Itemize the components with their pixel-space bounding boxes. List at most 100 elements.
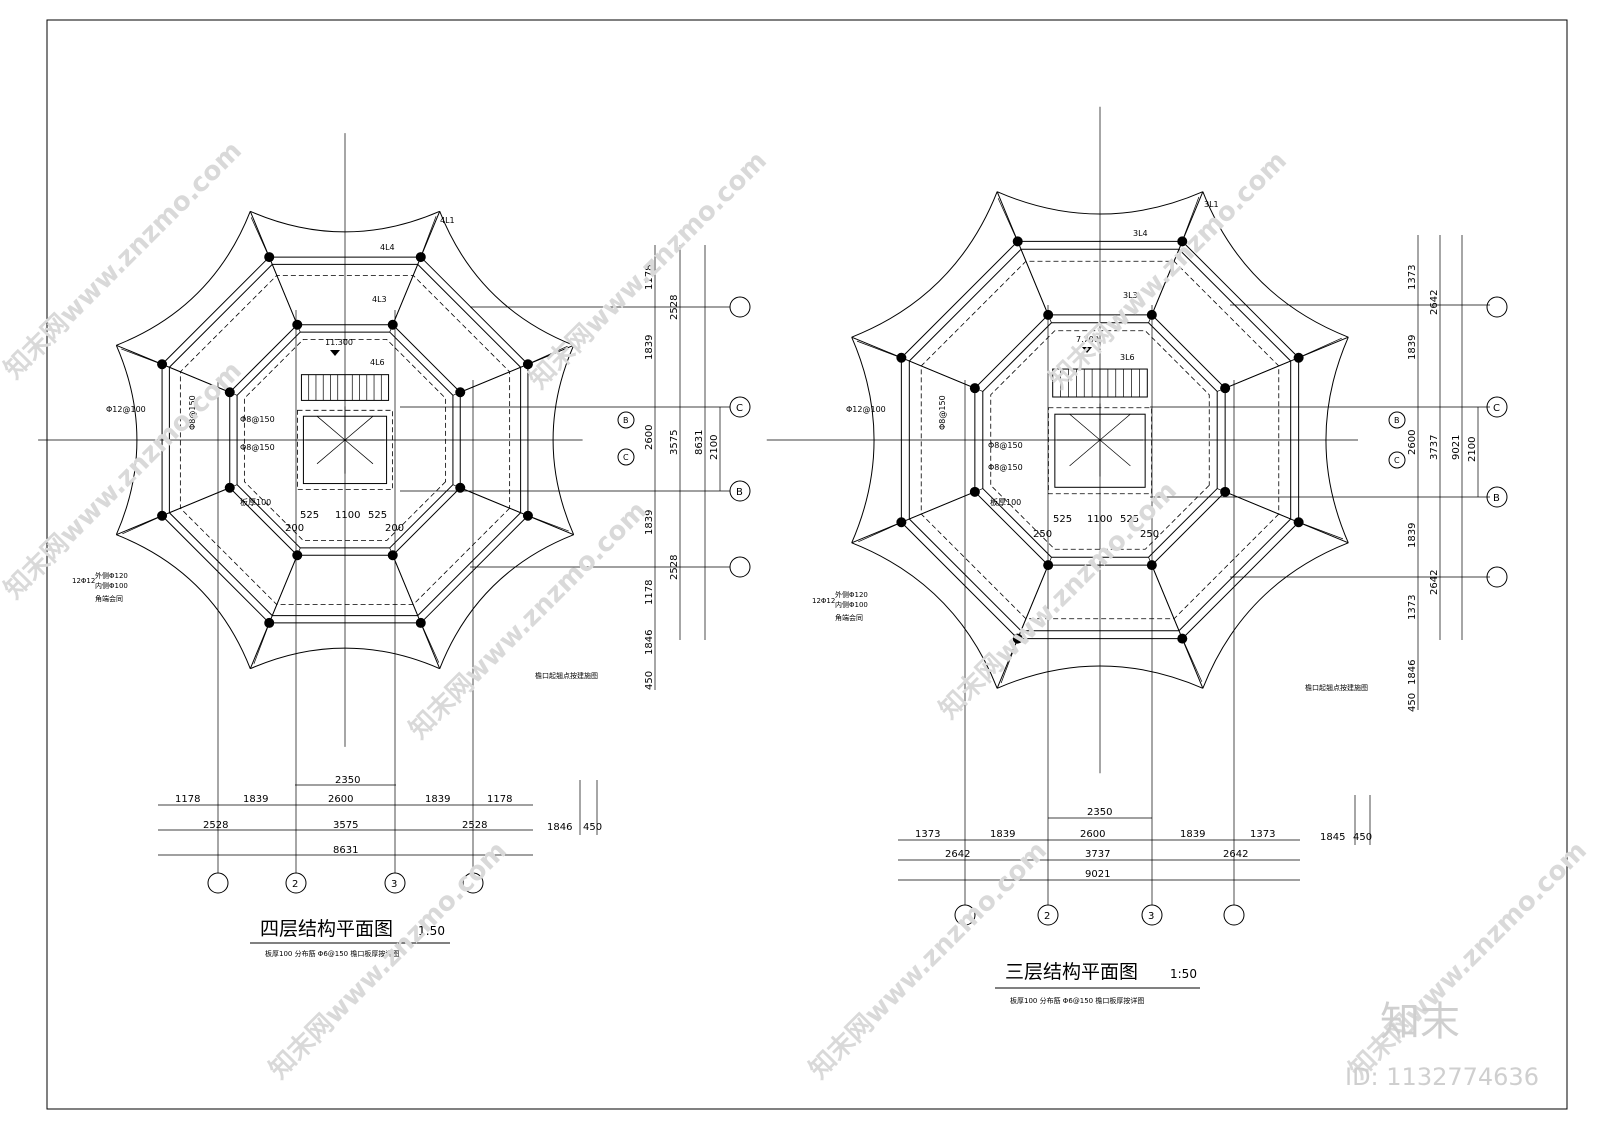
column-dot [1177, 633, 1188, 644]
axis-bubble [207, 872, 229, 894]
dim-2350: 2350 [335, 775, 360, 786]
eave-curve [439, 534, 574, 669]
column-dot [224, 482, 235, 493]
svg-text:2642: 2642 [945, 849, 970, 860]
plan-4th-floor: 4L1 4L4 4L3 4L6 11.300 Φ12@100 Φ8@150 Φ8… [38, 133, 751, 958]
logo: 知末 [1380, 999, 1460, 1045]
skylight-line [1099, 413, 1131, 441]
svg-text:C: C [1394, 456, 1400, 465]
corner-ridge [996, 638, 1019, 689]
column-dot [387, 319, 398, 330]
corner-note: 角端会同 [835, 613, 863, 622]
svg-text:3575: 3575 [669, 430, 680, 455]
corner-ridge [527, 344, 574, 365]
rebar-label: Φ8@150 [988, 463, 1023, 472]
svg-text:3: 3 [391, 879, 397, 890]
stair-dim: 200 [385, 523, 404, 534]
axis-bubble [285, 872, 307, 894]
stair-dim: 525 [1053, 514, 1072, 525]
svg-text:3737: 3737 [1085, 849, 1110, 860]
column-dot [415, 252, 426, 263]
corner-ridge [420, 622, 441, 669]
corner-ridge [996, 191, 1019, 242]
svg-text:450: 450 [1407, 693, 1418, 712]
column-dot [1012, 236, 1023, 247]
beam-label: 4L4 [380, 243, 395, 252]
column-dot [1293, 352, 1304, 363]
axis-bubble [462, 872, 484, 894]
elevation-marker-icon [1082, 347, 1092, 353]
svg-text:1839: 1839 [1407, 523, 1418, 548]
beam-label: 3L6 [1120, 353, 1135, 362]
eave-curve [851, 191, 998, 338]
eave-curve [116, 211, 251, 346]
corner-ridge [1181, 191, 1204, 242]
svg-text:1373: 1373 [915, 829, 940, 840]
column-dot [1293, 517, 1304, 528]
column-dot [455, 387, 466, 398]
stair-dim: 525 [368, 510, 387, 521]
corner-ridge [116, 344, 163, 365]
svg-text:1846: 1846 [644, 630, 655, 655]
dim-text: 1839 [425, 794, 450, 805]
column-dot [1177, 236, 1188, 247]
dim-text: 2528 [462, 820, 487, 831]
dim-text: 1178 [487, 794, 512, 805]
corner-note: 外侧Φ120 [835, 590, 868, 599]
svg-text:1839: 1839 [644, 335, 655, 360]
svg-text:知末网www.znzmo.com: 知末网www.znzmo.com [1344, 836, 1593, 1085]
svg-text:9021: 9021 [1451, 435, 1462, 460]
svg-text:2600: 2600 [644, 425, 655, 450]
rebar-label: Φ8@150 [188, 395, 197, 430]
svg-text:3737: 3737 [1429, 435, 1440, 460]
axis-bubble [384, 872, 406, 894]
stair-dim: 525 [300, 510, 319, 521]
corner-ridge [527, 515, 574, 536]
corner-note: 12Φ12 [812, 597, 835, 605]
dim-text: 8631 [333, 845, 358, 856]
sheet-border [46, 19, 1568, 1110]
column-dot [157, 359, 168, 370]
rebar-label: Φ8@150 [240, 415, 275, 424]
column-dot [292, 550, 303, 561]
corner-ridge [420, 211, 441, 258]
column-dot [896, 517, 907, 528]
column-dot [896, 352, 907, 363]
axis-bubble [1486, 486, 1508, 508]
corner-note: 内侧Φ100 [835, 600, 868, 609]
elevation-marker-icon [330, 350, 340, 356]
axis-bubbles-bottom: 2 3 [207, 310, 484, 894]
column-dot [224, 387, 235, 398]
svg-text:知末网www.znzmo.com: 知末网www.znzmo.com [264, 836, 513, 1085]
stair-dim: 1100 [1087, 514, 1112, 525]
axis-bubble [1486, 296, 1508, 318]
axis-bubble [729, 480, 751, 502]
svg-text:450: 450 [644, 671, 655, 690]
bottom-dimensions: 2350 1178 1839 2600 1839 1178 2528 3575 … [158, 775, 602, 856]
corner-note: 内侧Φ100 [95, 581, 128, 590]
column-dot [1220, 383, 1231, 394]
axis-bubble [729, 396, 751, 418]
svg-text:2: 2 [1044, 911, 1050, 922]
stair-dim: 1100 [335, 510, 360, 521]
axis-bubble [1223, 904, 1245, 926]
watermarks: 知末网www.znzmo.com 知末网www.znzmo.com 知末网www… [0, 136, 1593, 1085]
skylight-line [1069, 439, 1101, 467]
id-label: ID: 1132774636 [1345, 1063, 1539, 1091]
stair-dim: 250 [1140, 529, 1159, 540]
dim-text: 3575 [333, 820, 358, 831]
axis-bubble [1388, 451, 1406, 469]
rebar-label: Φ8@150 [988, 441, 1023, 450]
svg-text:9021: 9021 [1085, 869, 1110, 880]
svg-text:B: B [1493, 493, 1500, 504]
svg-text:1839: 1839 [1180, 829, 1205, 840]
svg-text:1373: 1373 [1407, 595, 1418, 620]
skylight-line [1099, 439, 1131, 467]
svg-text:2350: 2350 [1087, 807, 1112, 818]
svg-text:知末网www.znzmo.com: 知末网www.znzmo.com [404, 496, 653, 745]
stair-opening [297, 409, 393, 490]
axis-bubble [617, 411, 635, 429]
axis-bubbles-right: C B B C [1388, 296, 1508, 588]
stair-dim: 250 [1033, 529, 1052, 540]
